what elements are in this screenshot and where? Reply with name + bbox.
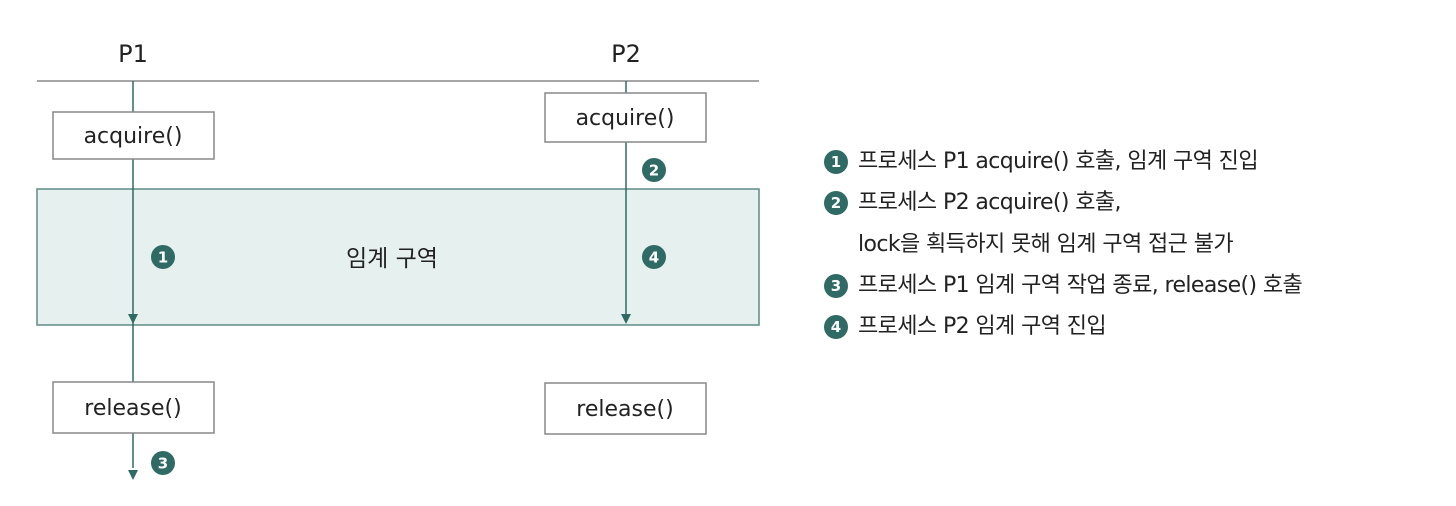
step-marker-4-number: 4	[649, 249, 659, 267]
p1-acquire-box	[52, 111, 215, 160]
legend-line: 프로세스 P1 임계 구역 작업 종료, release() 호출	[858, 273, 1303, 298]
p2-arrowhead-critical	[621, 314, 631, 324]
lock-timeline-diagram: 임계 구역 P1 P2 acquire() acquire() release(…	[36, 40, 760, 480]
step-marker-1-circle	[151, 245, 175, 269]
legend-text-1: 프로세스 P1 acquire() 호출, 임계 구역 진입	[858, 146, 1259, 178]
p1-release-box	[52, 381, 215, 434]
step-marker-1: 1	[151, 245, 175, 269]
legend-text-4: 프로세스 P2 임계 구역 진입	[858, 311, 1107, 343]
legend-line: 프로세스 P1 acquire() 호출, 임계 구역 진입	[858, 149, 1259, 174]
step-legend: 1 프로세스 P1 acquire() 호출, 임계 구역 진입 2 프로세스 …	[824, 146, 1444, 352]
step-marker-4-circle	[642, 245, 666, 269]
p2-acquire-label: acquire()	[576, 106, 675, 131]
legend-text-3: 프로세스 P1 임계 구역 작업 종료, release() 호출	[858, 270, 1303, 302]
step-marker-2-number: 2	[649, 162, 659, 180]
p1-arrowhead-critical	[128, 314, 138, 324]
p1-release-label: release()	[84, 396, 181, 421]
legend-marker-4: 4	[824, 315, 848, 339]
legend-item-4: 4 프로세스 P2 임계 구역 진입	[824, 311, 1444, 343]
legend-line: 프로세스 P2 acquire() 호출,	[858, 190, 1122, 215]
critical-section-label: 임계 구역	[346, 246, 438, 272]
step-marker-2: 2	[642, 158, 666, 182]
legend-text-2: 프로세스 P2 acquire() 호출, lock을 획득하지 못해 임계 구…	[858, 187, 1234, 261]
legend-line: lock을 획득하지 못해 임계 구역 접근 불가	[858, 232, 1234, 257]
legend-line: 프로세스 P2 임계 구역 진입	[858, 314, 1107, 339]
step-marker-4: 4	[642, 245, 666, 269]
process-p1-label: P1	[118, 40, 148, 68]
step-marker-3: 3	[151, 451, 175, 475]
legend-marker-1: 1	[824, 150, 848, 174]
p1-acquire-label: acquire()	[84, 124, 183, 149]
step-marker-3-number: 3	[158, 455, 168, 473]
step-marker-2-circle	[642, 158, 666, 182]
legend-item-2: 2 프로세스 P2 acquire() 호출, lock을 획득하지 못해 임계…	[824, 187, 1444, 261]
process-p2-label: P2	[611, 40, 641, 68]
p2-acquire-box	[544, 92, 707, 143]
p2-release-box	[544, 382, 707, 435]
legend-item-3: 3 프로세스 P1 임계 구역 작업 종료, release() 호출	[824, 270, 1444, 302]
step-marker-1-number: 1	[158, 249, 168, 267]
step-marker-3-circle	[151, 451, 175, 475]
legend-marker-2: 2	[824, 191, 848, 215]
legend-marker-3: 3	[824, 274, 848, 298]
p2-release-label: release()	[576, 397, 673, 422]
legend-item-1: 1 프로세스 P1 acquire() 호출, 임계 구역 진입	[824, 146, 1444, 178]
p1-arrowhead-end	[128, 470, 138, 480]
